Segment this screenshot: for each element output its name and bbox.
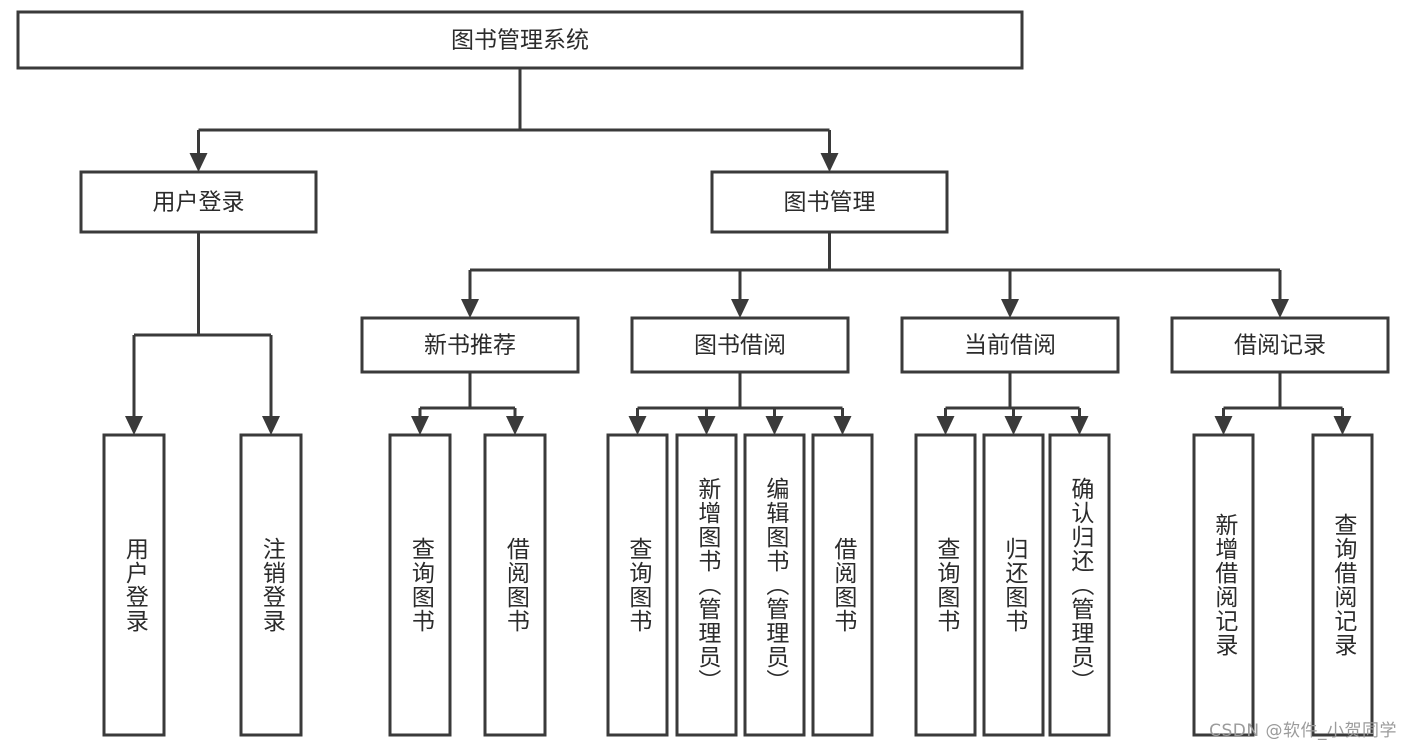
arrow-head-icon — [125, 416, 143, 435]
arrow-head-icon — [833, 416, 852, 435]
node-leaf-query-book-cur[interactable] — [914, 433, 977, 737]
node-new-book-rec-label: 新书推荐 — [424, 333, 516, 359]
arrow-head-icon — [1271, 299, 1289, 318]
node-root[interactable] — [16, 10, 1024, 70]
node-leaf-confirm-return[interactable] — [1048, 433, 1111, 737]
node-current-borrow-label: 当前借阅 — [964, 333, 1056, 359]
arrow-head-icon — [1001, 299, 1019, 318]
arrow-head-icon — [936, 416, 955, 435]
node-user-login[interactable] — [79, 170, 318, 234]
arrow-head-icon — [506, 416, 524, 435]
node-leaf-add-book[interactable] — [675, 433, 738, 737]
node-root-label: 图书管理系统 — [451, 28, 589, 54]
node-leaf-edit-book[interactable] — [743, 433, 806, 737]
node-new-book-rec[interactable] — [360, 316, 580, 374]
node-leaf-borrow-book[interactable] — [811, 433, 874, 737]
arrow-head-icon — [1070, 416, 1089, 435]
node-leaf-query-record[interactable] — [1311, 433, 1374, 737]
arrow-head-icon — [731, 299, 749, 318]
arrow-head-icon — [461, 299, 479, 318]
arrow-head-icon — [697, 416, 716, 435]
arrow-head-icon — [820, 153, 839, 172]
arrow-head-icon — [628, 416, 647, 435]
node-borrow-record[interactable] — [1170, 316, 1390, 374]
node-user-login-label: 用户登录 — [153, 190, 245, 216]
arrow-head-icon — [411, 416, 429, 435]
arrow-head-icon — [1214, 416, 1233, 435]
arrow-head-icon — [1004, 416, 1023, 435]
node-leaf-query-book-rec[interactable] — [388, 433, 452, 737]
node-leaf-add-record[interactable] — [1192, 433, 1255, 737]
watermark-text: CSDN @软件_小贺同学 — [1209, 721, 1397, 741]
node-book-borrow[interactable] — [630, 316, 850, 374]
node-book-manage[interactable] — [710, 170, 949, 234]
node-book-manage-label: 图书管理 — [784, 190, 876, 216]
node-leaf-user-logout[interactable] — [239, 433, 303, 737]
node-borrow-record-label: 借阅记录 — [1234, 333, 1326, 359]
arrow-head-icon — [765, 416, 784, 435]
node-leaf-borrow-book-rec[interactable] — [483, 433, 547, 737]
node-leaf-query-book-borrow[interactable] — [606, 433, 669, 737]
node-book-borrow-label: 图书借阅 — [694, 333, 786, 359]
node-leaf-return-book[interactable] — [982, 433, 1045, 737]
connector-layer — [125, 68, 1352, 435]
node-current-borrow[interactable] — [900, 316, 1120, 374]
node-leaf-user-login[interactable] — [102, 433, 166, 737]
arrow-head-icon — [262, 416, 280, 435]
arrow-head-icon — [189, 153, 208, 172]
arrow-head-icon — [1333, 416, 1352, 435]
